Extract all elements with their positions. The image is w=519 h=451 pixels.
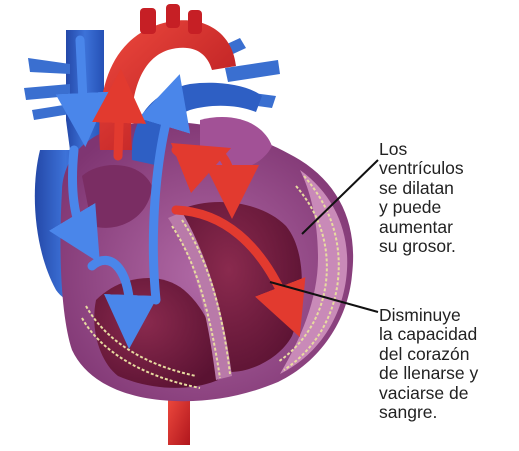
callout-capacity-text: Disminuye la capacidad del corazón de ll…: [379, 306, 478, 422]
pulmonary-veins-left: [24, 58, 70, 120]
descending-aorta: [168, 395, 190, 445]
callout-ventricles-text: Los ventrículos se dilatan y puede aumen…: [379, 140, 464, 256]
